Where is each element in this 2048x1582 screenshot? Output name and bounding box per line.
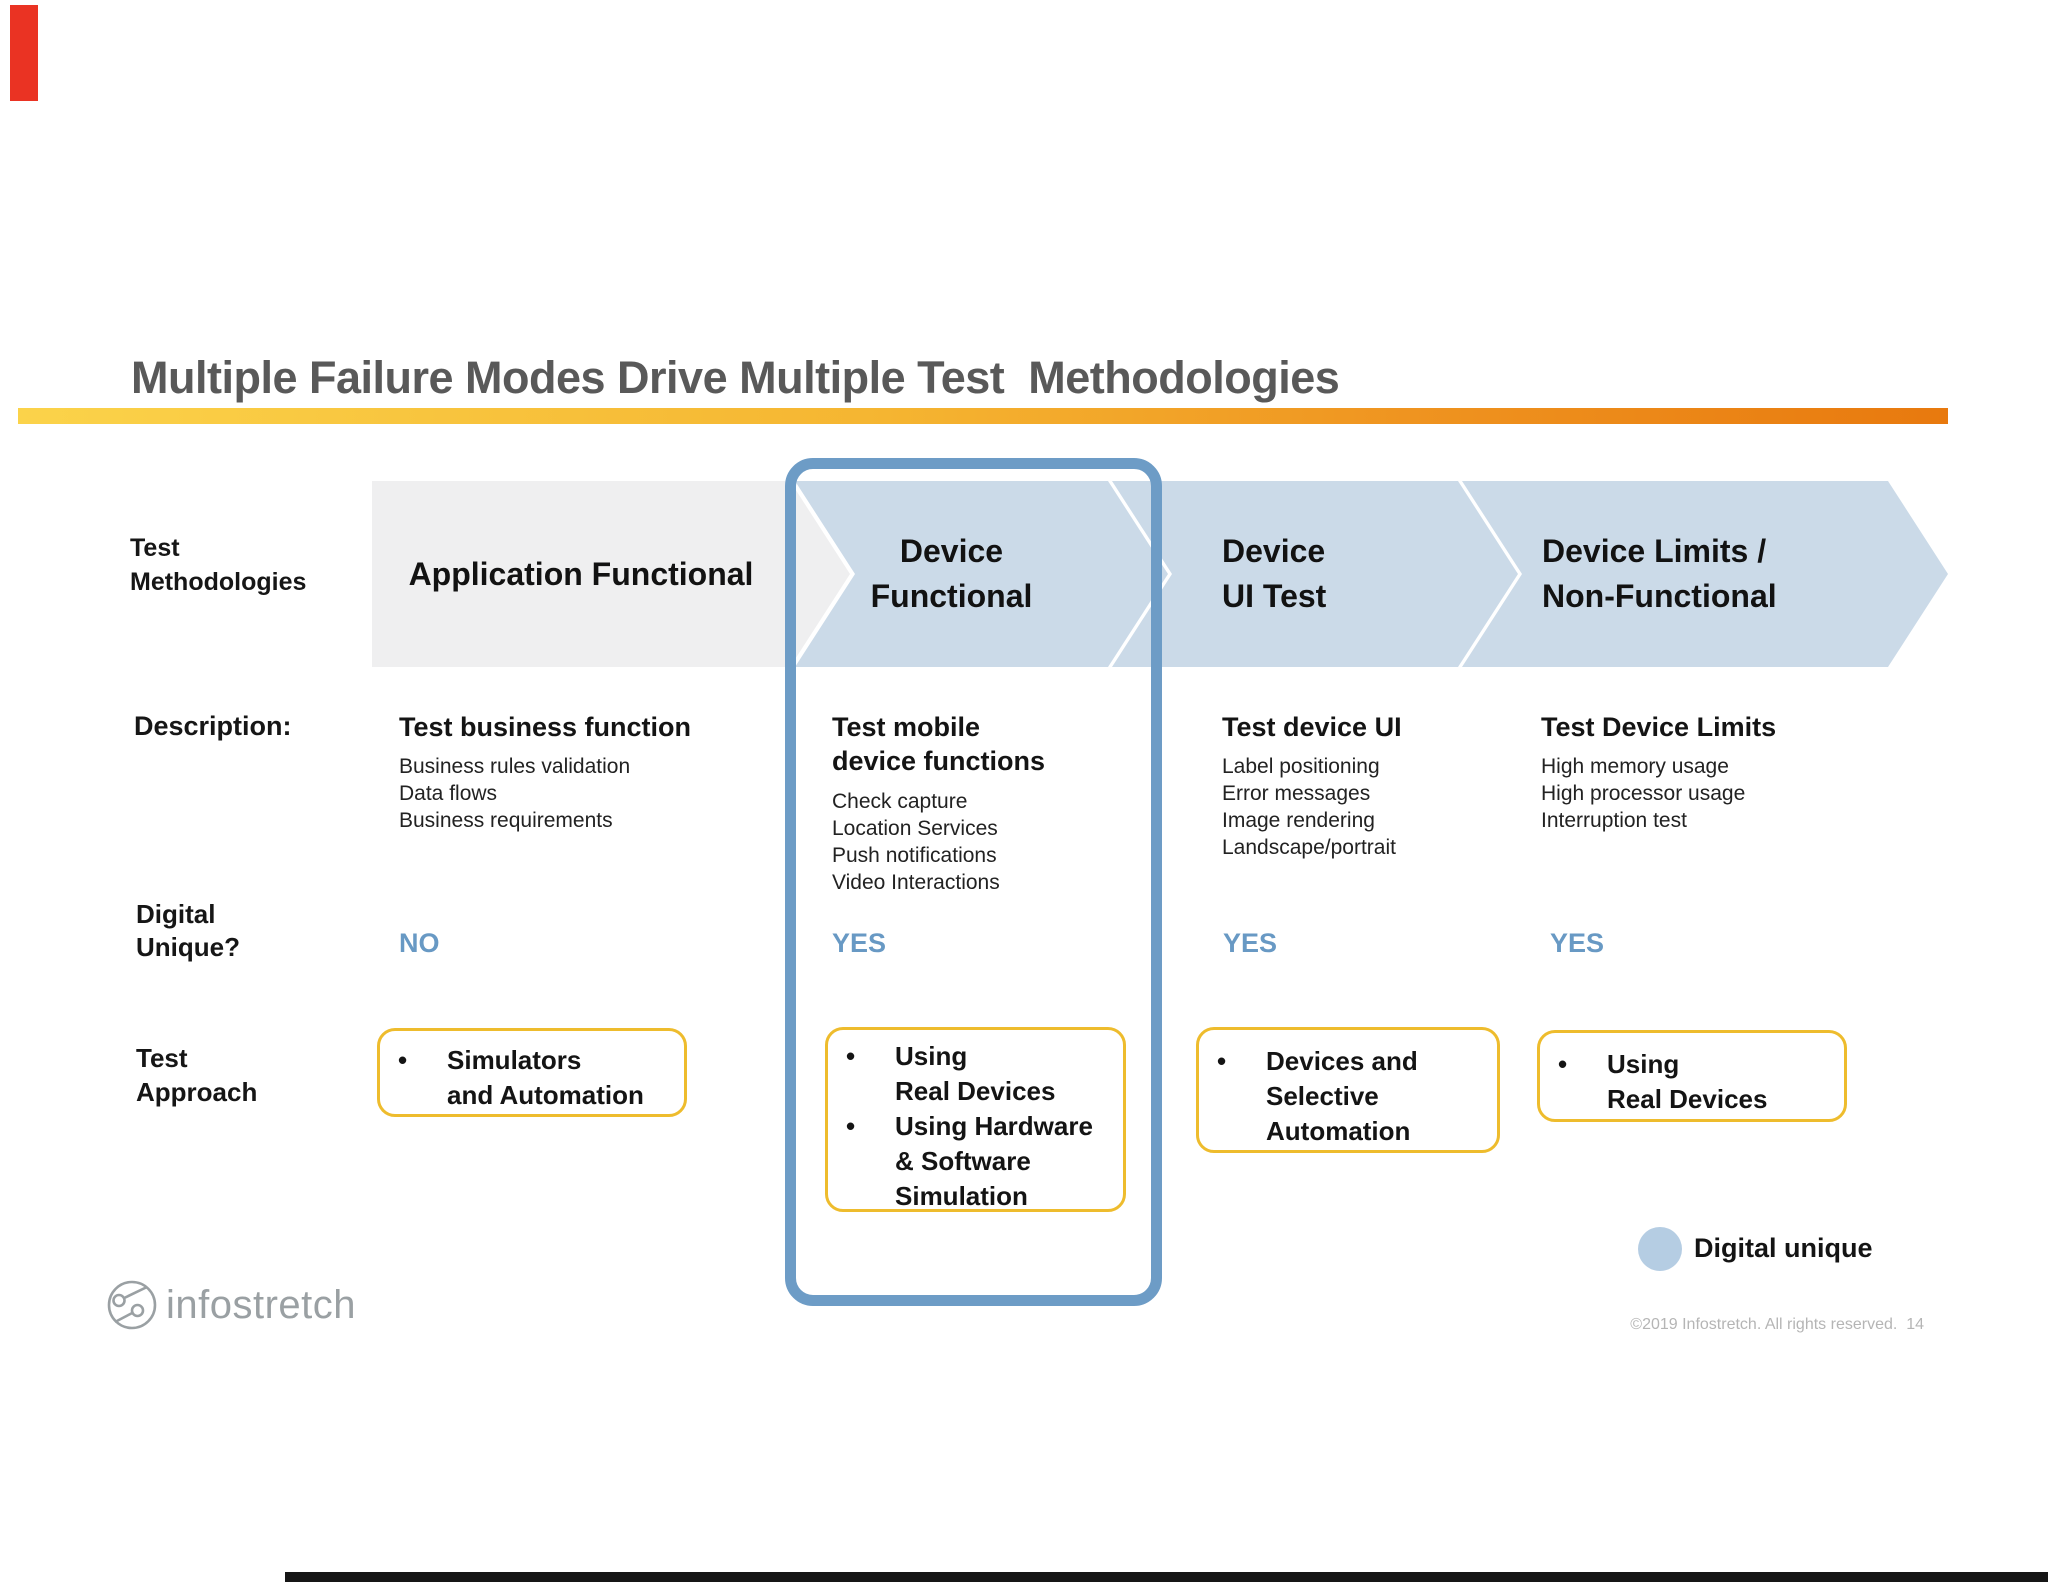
copyright-text: ©2019 Infostretch. All rights reserved. xyxy=(1630,1316,1898,1333)
description-heading-device-functional: Test mobile device functions xyxy=(832,712,1046,776)
infostretch-logo: infostretch xyxy=(106,1278,356,1332)
approach-text: Using Hardware & Software Simulation xyxy=(895,1111,1093,1211)
approach-text: Using Real Devices xyxy=(895,1041,1056,1106)
approach-bullet: • Simulators and Automation xyxy=(394,1043,674,1113)
approach-box-application-functional: • Simulators and Automation xyxy=(377,1028,687,1117)
row-label-digital-unique: Digital Unique? xyxy=(136,899,240,962)
chevron-device-ui-test: Device UI Test xyxy=(1112,481,1518,667)
chevron-device-functional: Device Functional xyxy=(795,481,1168,667)
description-items-device-ui-test: Label positioning Error messages Image r… xyxy=(1222,755,1396,859)
bullet-icon: • xyxy=(846,1041,856,1071)
approach-bullet: • Using Real Devices xyxy=(1554,1047,1834,1117)
description-heading-application-functional: Test business function xyxy=(399,712,692,742)
approach-bullet: • Using Real Devices xyxy=(842,1039,1113,1109)
page-number xyxy=(1897,1316,1906,1333)
bullet-icon: • xyxy=(398,1045,408,1075)
description-items-application-functional: Business rules validation Data flows Bus… xyxy=(399,755,631,832)
chevron-application-functional: Application Functional xyxy=(372,481,850,667)
infostretch-logo-icon xyxy=(107,1280,157,1330)
bullet-icon: • xyxy=(846,1111,856,1141)
digital-unique-dot-icon xyxy=(1638,1227,1682,1271)
approach-box-device-functional: • Using Real Devices • Using Hardware & … xyxy=(825,1027,1126,1212)
legend-label: Digital unique xyxy=(1694,1233,1873,1263)
copyright-line: ©2019 Infostretch. All rights reserved. … xyxy=(1630,1316,1924,1334)
digital-unique-value-device-functional: YES xyxy=(832,928,887,958)
bullet-icon: • xyxy=(1217,1046,1227,1076)
approach-text: Using Real Devices xyxy=(1607,1049,1768,1114)
chevron-label: Device Functional xyxy=(870,533,1033,614)
row-label-test-approach: Test Approach xyxy=(136,1043,258,1107)
approach-text: Simulators and Automation xyxy=(447,1045,644,1110)
digital-unique-value-device-limits: YES xyxy=(1550,928,1605,958)
approach-text: Devices and Selective Automation xyxy=(1266,1046,1418,1146)
slide-title: Multiple Failure Modes Drive Multiple Te… xyxy=(131,352,1340,404)
approach-bullet: • Devices and Selective Automation xyxy=(1213,1044,1487,1149)
approach-bullet: • Using Hardware & Software Simulation xyxy=(842,1109,1113,1214)
description-items-device-limits: High memory usage High processor usage I… xyxy=(1541,755,1746,832)
bottom-edge-bar xyxy=(285,1572,2048,1582)
description-heading-device-limits: Test Device Limits xyxy=(1541,712,1777,742)
chevron-label: Device UI Test xyxy=(1222,533,1327,614)
digital-unique-value-application-functional: NO xyxy=(399,928,440,958)
bullet-icon: • xyxy=(1558,1049,1568,1079)
description-items-device-functional: Check capture Location Services Push not… xyxy=(832,790,1000,894)
row-label-test-methodologies: Test Methodologies xyxy=(130,534,307,596)
approach-box-device-ui-test: • Devices and Selective Automation xyxy=(1196,1027,1500,1153)
chevron-label: Device Limits / Non-Functional xyxy=(1542,533,1777,614)
approach-box-device-limits: • Using Real Devices xyxy=(1537,1030,1847,1122)
description-heading-device-ui-test: Test device UI xyxy=(1222,712,1402,742)
digital-unique-value-device-ui-test: YES xyxy=(1223,928,1278,958)
row-label-description: Description: xyxy=(134,711,292,741)
infostretch-logo-text: infostretch xyxy=(166,1282,357,1327)
title-underline-bar xyxy=(18,408,1948,424)
red-marker xyxy=(10,5,38,101)
page-number-value: 14 xyxy=(1906,1316,1924,1333)
chevron-device-limits: Device Limits / Non-Functional xyxy=(1462,481,1948,667)
chevron-label: Application Functional xyxy=(408,555,754,592)
